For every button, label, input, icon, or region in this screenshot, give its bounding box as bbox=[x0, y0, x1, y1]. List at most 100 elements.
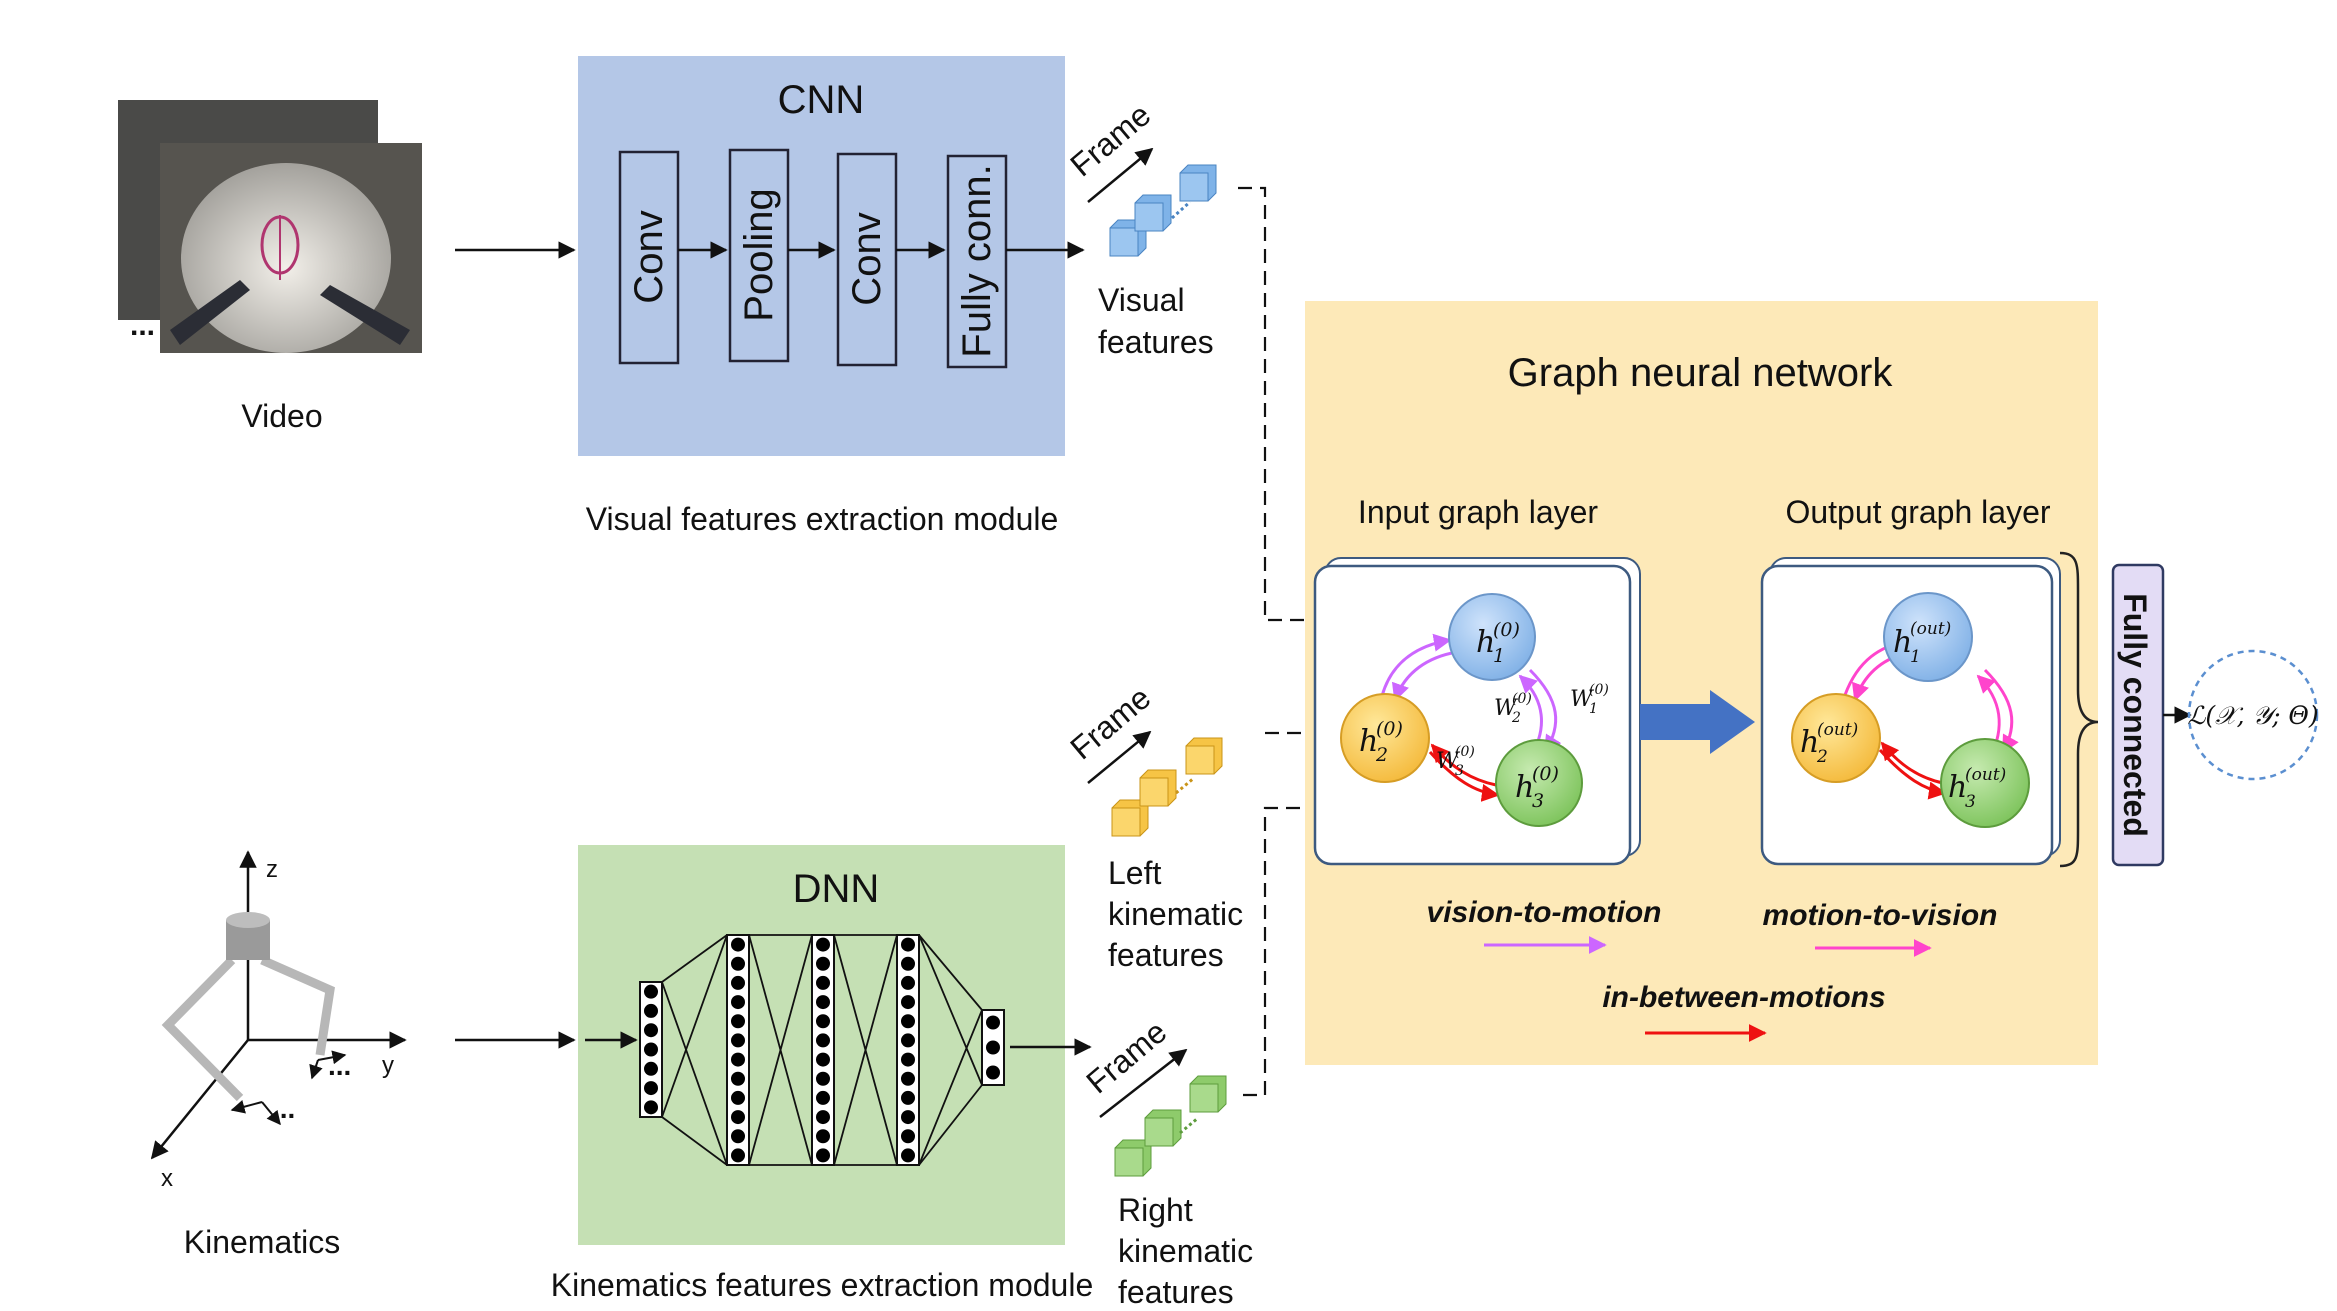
weight-w3: W 3 (0) bbox=[1436, 744, 1475, 779]
output-node-h3: h 3 (out) bbox=[1940, 738, 2030, 828]
svg-text:Conv: Conv bbox=[845, 212, 889, 305]
visual-features-label-2: features bbox=[1098, 324, 1214, 360]
dnn-neuron bbox=[731, 937, 745, 952]
svg-text:(out): (out) bbox=[1817, 720, 1858, 740]
dnn-neuron bbox=[816, 995, 830, 1010]
dnn-neuron bbox=[901, 1129, 915, 1144]
svg-text:W: W bbox=[1494, 696, 1519, 721]
dnn-neuron bbox=[644, 1081, 658, 1096]
svg-text:1: 1 bbox=[1910, 647, 1921, 667]
dnn-neuron bbox=[901, 956, 915, 971]
graph-transition-arrow bbox=[1640, 690, 1755, 754]
dnn-neuron bbox=[731, 1014, 745, 1029]
dnn-neuron bbox=[901, 975, 915, 990]
cnn-layer-pooling: Pooling bbox=[728, 148, 790, 363]
svg-text:(0): (0) bbox=[1589, 682, 1609, 698]
dnn-neuron bbox=[731, 1071, 745, 1086]
dnn-neuron bbox=[816, 1071, 830, 1086]
svg-text:h: h bbox=[1893, 625, 1912, 660]
dnn-neuron bbox=[731, 1110, 745, 1125]
svg-text:(0): (0) bbox=[1376, 718, 1403, 740]
dnn-neuron bbox=[986, 1015, 1000, 1030]
svg-text:Frame: Frame bbox=[1063, 679, 1157, 766]
dnn-neuron bbox=[644, 1003, 658, 1018]
svg-text:1: 1 bbox=[1493, 645, 1505, 667]
loss-label: ℒ(𝒳, 𝒴; Θ) bbox=[2187, 701, 2318, 730]
svg-text:W: W bbox=[1436, 749, 1461, 774]
dnn-network bbox=[639, 934, 1005, 1166]
left-features-label-3: features bbox=[1108, 937, 1224, 973]
left-features-label-1: Left bbox=[1108, 855, 1161, 891]
dnn-neuron bbox=[901, 1148, 915, 1163]
dnn-neuron bbox=[816, 1090, 830, 1105]
svg-text:3: 3 bbox=[1532, 790, 1544, 812]
axis-z-label: z bbox=[266, 856, 278, 883]
svg-text:3: 3 bbox=[1455, 763, 1464, 779]
svg-text:h: h bbox=[1476, 625, 1495, 660]
dnn-neuron bbox=[816, 937, 830, 952]
dnn-neuron bbox=[901, 1052, 915, 1067]
right-features-label-2: kinematic bbox=[1118, 1233, 1253, 1269]
svg-text:h: h bbox=[1948, 770, 1967, 805]
visual-feature-cubes bbox=[1109, 164, 1217, 257]
cnn-module-label: Visual features extraction module bbox=[586, 501, 1059, 537]
dnn-neuron bbox=[901, 1033, 915, 1048]
dnn-layer-4 bbox=[896, 934, 920, 1166]
kinematics-robot-illustration: ... ... bbox=[150, 850, 407, 1160]
svg-text:2: 2 bbox=[1511, 710, 1521, 726]
dnn-neuron bbox=[644, 1023, 658, 1038]
svg-text:3: 3 bbox=[1965, 792, 1976, 812]
dnn-neuron bbox=[816, 1110, 830, 1125]
dnn-neuron bbox=[644, 1061, 658, 1076]
dnn-neuron bbox=[986, 1040, 1000, 1055]
svg-text:(out): (out) bbox=[1965, 765, 2006, 785]
right-frame-label: Frame bbox=[1079, 1013, 1188, 1118]
dnn-neuron bbox=[816, 1014, 830, 1029]
cnn-layer-conv-2: Conv bbox=[836, 152, 898, 367]
svg-text:Fully connected: Fully connected bbox=[2117, 593, 2153, 837]
svg-text:1: 1 bbox=[1589, 701, 1598, 717]
input-node-h2: h 2 (0) bbox=[1340, 693, 1430, 783]
dnn-neuron bbox=[644, 1100, 658, 1115]
svg-text:h: h bbox=[1515, 770, 1534, 805]
dnn-neuron bbox=[816, 1033, 830, 1048]
left-feature-cubes bbox=[1111, 737, 1223, 837]
right-feature-cubes bbox=[1114, 1075, 1227, 1177]
dnn-neuron bbox=[816, 1052, 830, 1067]
dnn-neuron bbox=[901, 937, 915, 952]
cnn-layer-fully-connected: Fully conn. bbox=[946, 154, 1008, 369]
left-features-label-2: kinematic bbox=[1108, 896, 1243, 932]
dnn-neuron bbox=[986, 1065, 1000, 1080]
kinematics-label: Kinematics bbox=[184, 1224, 341, 1260]
dnn-neuron bbox=[816, 975, 830, 990]
dnn-module-label: Kinematics features extraction module bbox=[551, 1267, 1093, 1303]
video-label: Video bbox=[241, 398, 322, 434]
svg-text:...: ... bbox=[130, 309, 155, 342]
svg-text:(0): (0) bbox=[1455, 744, 1475, 760]
svg-text:Frame: Frame bbox=[1063, 96, 1157, 183]
output-node-h2: h 2 (out) bbox=[1791, 693, 1881, 783]
legend-in-between-motions: in-between-motions bbox=[1602, 981, 1885, 1014]
input-node-h3: h 3 (0) bbox=[1495, 739, 1583, 827]
right-features-label-1: Right bbox=[1118, 1192, 1193, 1228]
visual-features-label-1: Visual bbox=[1098, 282, 1185, 318]
svg-text:2: 2 bbox=[1375, 744, 1388, 766]
dnn-neuron bbox=[901, 1071, 915, 1086]
right-features-label-3: features bbox=[1118, 1274, 1234, 1310]
weight-w1: W 1 (0) bbox=[1570, 682, 1609, 717]
dnn-neuron bbox=[731, 975, 745, 990]
axis-x-label: x bbox=[161, 1165, 173, 1192]
dnn-neuron bbox=[816, 956, 830, 971]
video-thumbnail-stack: ... bbox=[118, 100, 422, 353]
svg-text:...: ... bbox=[272, 1093, 295, 1124]
loss-circle bbox=[2187, 649, 2319, 781]
svg-text:h: h bbox=[1359, 724, 1378, 759]
svg-text:Conv: Conv bbox=[627, 210, 671, 303]
dnn-neuron bbox=[816, 1129, 830, 1144]
legend-motion-to-vision: motion-to-vision bbox=[1763, 899, 1998, 932]
legend-vision-to-motion: vision-to-motion bbox=[1427, 896, 1662, 929]
dnn-neuron bbox=[731, 1090, 745, 1105]
dnn-title: DNN bbox=[793, 867, 880, 911]
dnn-neuron bbox=[731, 1148, 745, 1163]
